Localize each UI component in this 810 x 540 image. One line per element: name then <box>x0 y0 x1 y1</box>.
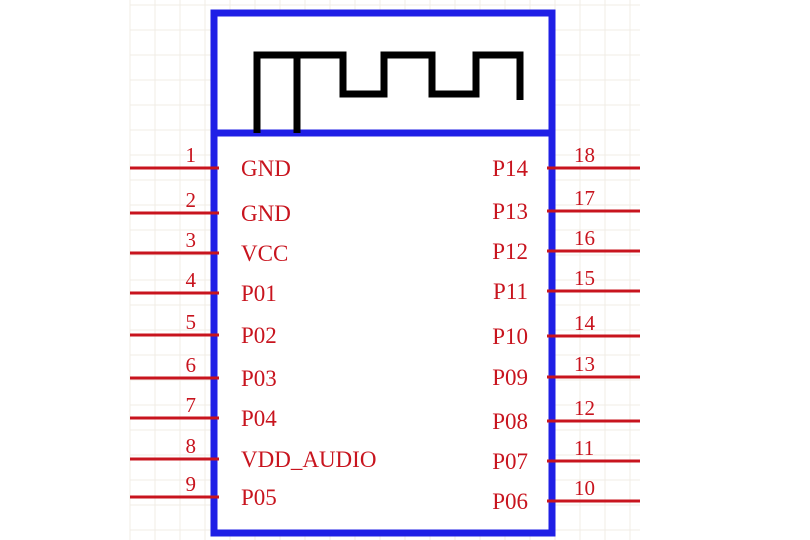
pin-number: 10 <box>574 476 595 500</box>
pin-number: 18 <box>574 143 595 167</box>
pin-number: 8 <box>186 434 197 458</box>
pin-number: 15 <box>574 266 595 290</box>
pin-label: P14 <box>492 156 528 181</box>
pin-number: 11 <box>574 436 594 460</box>
pin-number: 13 <box>574 352 595 376</box>
pin-number: 14 <box>574 311 596 335</box>
pin-label: GND <box>241 201 291 226</box>
pin-label: VCC <box>241 241 288 266</box>
pin-label: P11 <box>493 279 528 304</box>
pin-label: P03 <box>241 366 277 391</box>
pin-label: P13 <box>492 199 528 224</box>
pin-label: P05 <box>241 485 277 510</box>
pin-label: P09 <box>492 365 528 390</box>
pin-label: VDD_AUDIO <box>241 447 376 472</box>
pin-number: 1 <box>186 143 197 167</box>
pin-number: 17 <box>574 186 595 210</box>
pin-number: 7 <box>186 393 197 417</box>
module-body <box>210 9 556 537</box>
pin-label: P12 <box>492 239 528 264</box>
pin-label: P07 <box>492 449 528 474</box>
pin-number: 3 <box>186 228 197 252</box>
pin-label: GND <box>241 156 291 181</box>
pin-number: 6 <box>186 353 197 377</box>
pin-number: 9 <box>186 472 197 496</box>
pin-number: 12 <box>574 396 595 420</box>
pin-number: 4 <box>186 268 197 292</box>
pin-label: P10 <box>492 324 528 349</box>
pin-label: P02 <box>241 323 277 348</box>
right-pin-group: 18P1417P1316P1215P1114P1013P0912P0811P07… <box>492 143 640 514</box>
pin-label: P06 <box>492 489 528 514</box>
left-pin-group: 1GND2GND3VCC4P015P026P037P048VDD_AUDIO9P… <box>130 143 376 510</box>
pin-label: P08 <box>492 409 528 434</box>
pin-label: P01 <box>241 281 277 306</box>
pcb-antenna-icon <box>253 51 524 133</box>
pin-number: 5 <box>186 310 197 334</box>
pin-label: P04 <box>241 406 277 431</box>
pin-number: 16 <box>574 226 595 250</box>
pin-number: 2 <box>186 188 197 212</box>
